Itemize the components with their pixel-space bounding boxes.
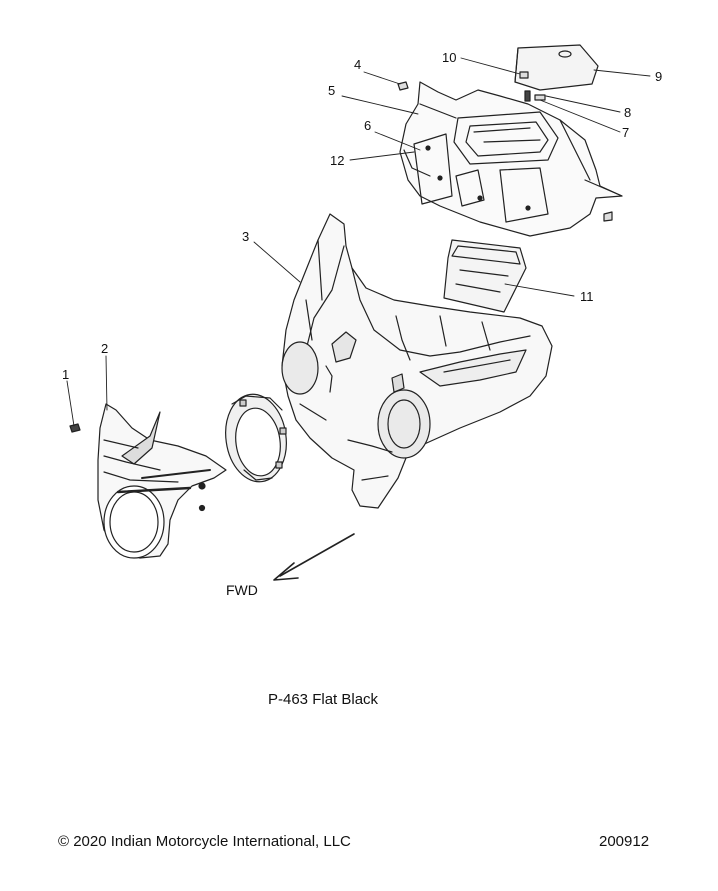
- part-headlight-ring: [225, 393, 287, 483]
- part-pocket-tray: [443, 239, 527, 313]
- part-outer-fairing: [281, 213, 553, 509]
- callout-7: 7: [622, 125, 630, 140]
- callout-12: 12: [330, 153, 345, 168]
- callout-2: 2: [101, 341, 109, 356]
- callout-1: 1: [62, 367, 70, 382]
- part-screw-1: [69, 423, 81, 433]
- callout-6: 6: [364, 118, 372, 133]
- part-inner-fairing: [399, 81, 623, 237]
- callout-11: 11: [580, 289, 594, 304]
- drawing-number: 200912: [599, 833, 650, 850]
- callout-10: 10: [442, 50, 457, 65]
- copyright-text: © 2020 Indian Motorcycle International, …: [58, 833, 351, 850]
- callout-8: 8: [624, 105, 632, 120]
- part-lid-cover: [514, 44, 599, 91]
- callout-5: 5: [328, 83, 336, 98]
- fwd-label: FWD: [226, 582, 258, 598]
- callout-9: 9: [655, 69, 663, 84]
- part-front-cover: [97, 403, 227, 559]
- paint-note: P-463 Flat Black: [268, 691, 379, 708]
- callout-3: 3: [242, 229, 250, 244]
- callout-4: 4: [354, 57, 362, 72]
- leader-lines: [66, 57, 651, 427]
- forward-arrow: [273, 533, 355, 581]
- part-screw-4: [397, 81, 409, 91]
